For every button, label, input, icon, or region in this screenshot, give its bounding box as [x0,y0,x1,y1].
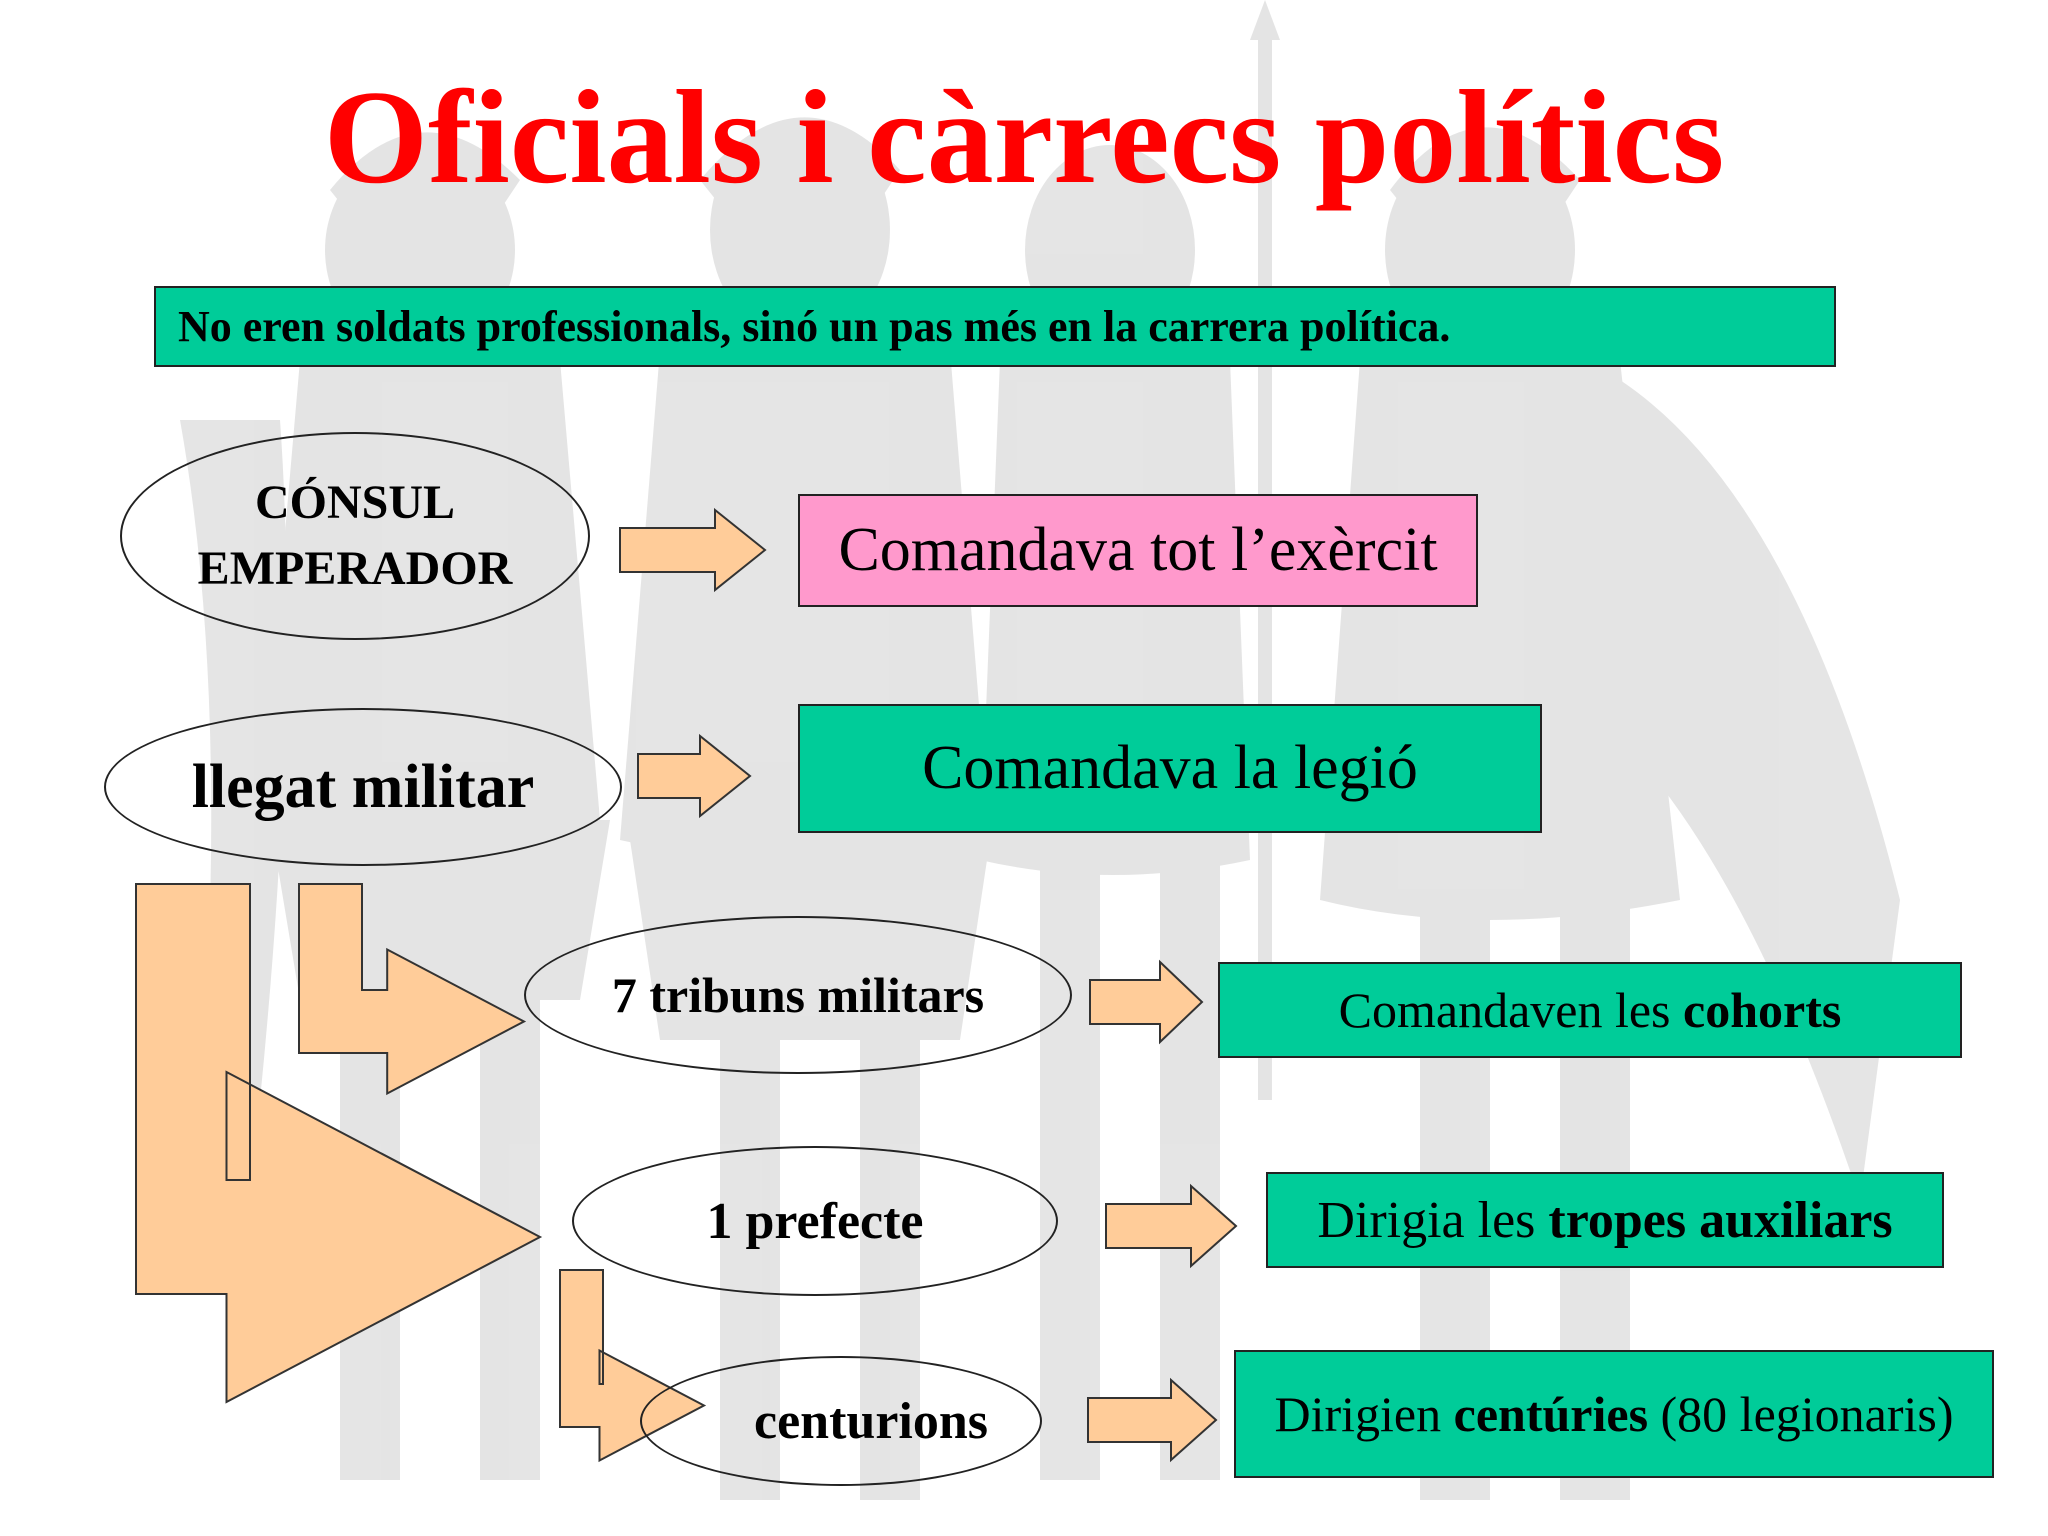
role-tribuns-text: Comandaven les cohorts [1339,981,1842,1039]
role-prefecte-bold: tropes auxiliars [1548,1191,1893,1249]
rank-centurions-label: centurions [754,1392,988,1450]
rank-oval-llegat-militar: llegat militar [104,708,622,866]
role-prefecte-before: Dirigia les [1317,1191,1549,1249]
slide-title: Oficials i càrrecs polítics [323,63,1725,211]
arrow-tribuns-to-role [1089,959,1204,1045]
rank-oval-tribuns: 7 tribuns militars [524,916,1072,1074]
rank-llegat-label: llegat militar [191,752,535,821]
intro-note-box: No eren soldats professionals, sinó un p… [154,286,1836,367]
role-llegat-text: Comandava la legió [922,734,1418,802]
arrow-centurions-to-role [1087,1377,1218,1463]
role-box-llegat: Comandava la legió [798,704,1542,833]
intro-note-text: No eren soldats professionals, sinó un p… [178,302,1451,351]
arrow-consul-to-role [619,507,767,593]
arrow-big-llegat-to-prefecte [135,883,543,1404]
rank-consul-line: CÓNSUL [254,476,456,529]
rank-prefecte-label: 1 prefecte [706,1192,924,1250]
rank-oval-prefecte: 1 prefecte [572,1146,1058,1296]
rank-oval-centurions: centurions [640,1356,1042,1486]
role-centurions-before: Dirigien [1274,1386,1454,1442]
arrow-llegat-to-tribuns [298,883,527,1096]
role-box-tribuns: Comandaven les cohorts [1218,962,1962,1058]
role-tribuns-before: Comandaven les [1338,982,1684,1038]
role-box-consul: Comandava tot l’exèrcit [798,494,1478,607]
role-box-prefecte: Dirigia les tropes auxiliars [1266,1172,1944,1268]
arrow-llegat-to-role [637,733,752,819]
rank-oval-consul-emperador: CÓNSUL EMPERADOR [120,432,590,640]
role-centurions-bold: centúries [1453,1386,1649,1442]
role-consul-text: Comandava tot l’exèrcit [838,516,1438,584]
rank-tribuns-label: 7 tribuns militars [611,967,985,1023]
role-centurions-after: (80 legionaris) [1648,1386,1954,1442]
role-prefecte-text: Dirigia les tropes auxiliars [1317,1191,1892,1250]
role-tribuns-bold: cohorts [1683,982,1842,1038]
rank-emperador-line: EMPERADOR [197,542,513,595]
role-box-centurions: Dirigien centúries (80 legionaris) [1234,1350,1994,1478]
role-centurions-text: Dirigien centúries (80 legionaris) [1275,1385,1954,1443]
arrow-prefecte-to-role [1105,1183,1238,1269]
